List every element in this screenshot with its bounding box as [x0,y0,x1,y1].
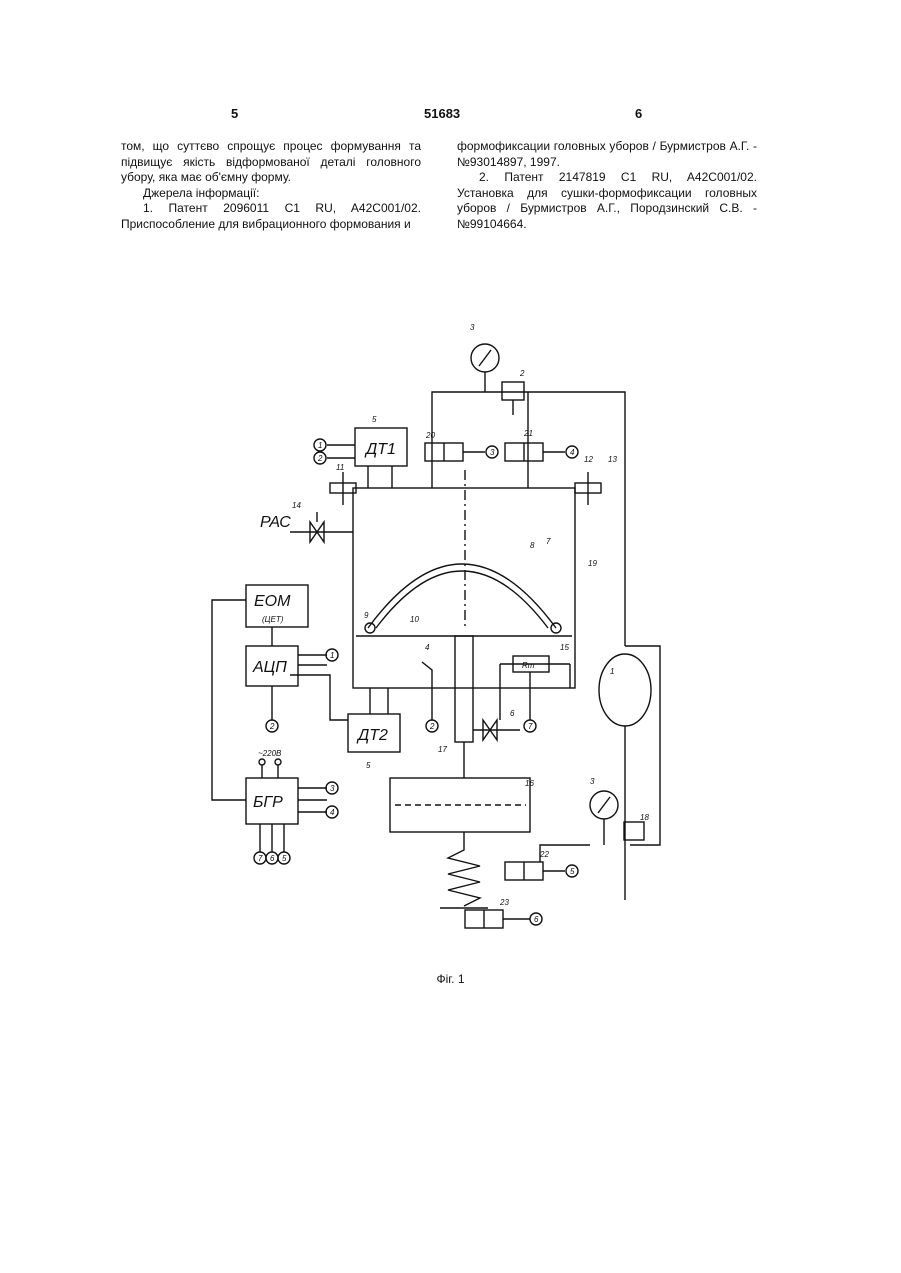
spring [448,832,480,906]
num-14: 14 [292,501,301,510]
num-10: 10 [410,615,419,624]
svg-text:3: 3 [490,448,495,457]
num-4: 4 [425,643,430,652]
sensor-4 [422,662,432,720]
page-number-left: 5 [231,106,238,121]
label-dt2: ДТ2 [356,727,388,744]
label-dt1: ДТ1 [364,441,396,458]
right-text-column: формофиксации головных уборов / Бурмистр… [457,139,757,232]
svg-text:4: 4 [570,448,575,457]
reference-1: 1. Патент 2096011 C1 RU, A42C001/02. При… [121,201,421,232]
label-adc: АЦП [252,659,287,676]
num-11: 11 [336,463,344,472]
num-1: 1 [610,667,614,676]
paragraph-continuation: том, що суттєво спрощує процес формуванн… [121,139,421,186]
label-pac: РАС [260,514,291,531]
sources-heading: Джерела інформації: [121,186,421,202]
figure-1-diagram: ДТ1 ДТ2 ЕОМ (ЦЕТ) АЦП БГР РАС Rт ~220В 1… [200,300,680,950]
relief-valve-top [502,382,524,400]
num-5: 5 [372,415,377,424]
relief-valve-bottom [624,822,644,840]
num-9: 9 [364,611,369,620]
num-6: 6 [510,709,515,718]
shaft-17 [455,636,473,742]
svg-text:2: 2 [429,722,435,731]
page-number-right: 6 [635,106,642,121]
num-17: 17 [438,745,447,754]
num-13: 13 [608,455,617,464]
num-3b: 3 [590,777,595,786]
svg-text:5: 5 [282,854,287,863]
label-eom-sub: (ЦЕТ) [262,615,284,624]
dome-cover [376,571,548,628]
num-21: 21 [523,429,533,438]
patent-number: 51683 [424,106,460,121]
svg-text:6: 6 [534,915,539,924]
svg-text:1: 1 [318,441,322,450]
svg-text:2: 2 [269,722,275,731]
svg-text:5: 5 [570,867,575,876]
num-2: 2 [519,369,525,378]
num-22: 22 [539,850,549,859]
svg-text:1: 1 [330,651,334,660]
num-19: 19 [588,559,597,568]
left-text-column: том, що суттєво спрощує процес формуванн… [121,139,421,232]
figure-caption: Фіг. 1 [0,972,901,986]
svg-text:7: 7 [258,854,263,863]
num-8: 8 [530,541,535,550]
label-eom: ЕОМ [254,593,291,610]
label-resistor: Rт [522,661,535,670]
svg-text:3: 3 [330,784,335,793]
num-18: 18 [640,813,649,822]
svg-text:6: 6 [270,854,275,863]
num-7: 7 [546,537,551,546]
svg-text:7: 7 [528,722,533,731]
num-3: 3 [470,323,475,332]
num-16: 16 [525,779,534,788]
reference-2: 2. Патент 2147819 C1 RU, A42C001/02. Уст… [457,170,757,232]
svg-text:2: 2 [317,454,323,463]
pump-1 [599,654,651,726]
num-12: 12 [584,455,593,464]
num-20: 20 [425,431,435,440]
reference-1-continuation: формофиксации головных уборов / Бурмистр… [457,139,757,170]
svg-text:4: 4 [330,808,335,817]
num-5b: 5 [366,761,371,770]
num-23: 23 [499,898,509,907]
label-power: ~220В [258,749,282,758]
chamber [353,488,575,688]
num-15: 15 [560,643,569,652]
eom-bgr-link [212,600,246,800]
dome-mould [368,564,556,628]
label-bgr: БГР [253,794,283,811]
